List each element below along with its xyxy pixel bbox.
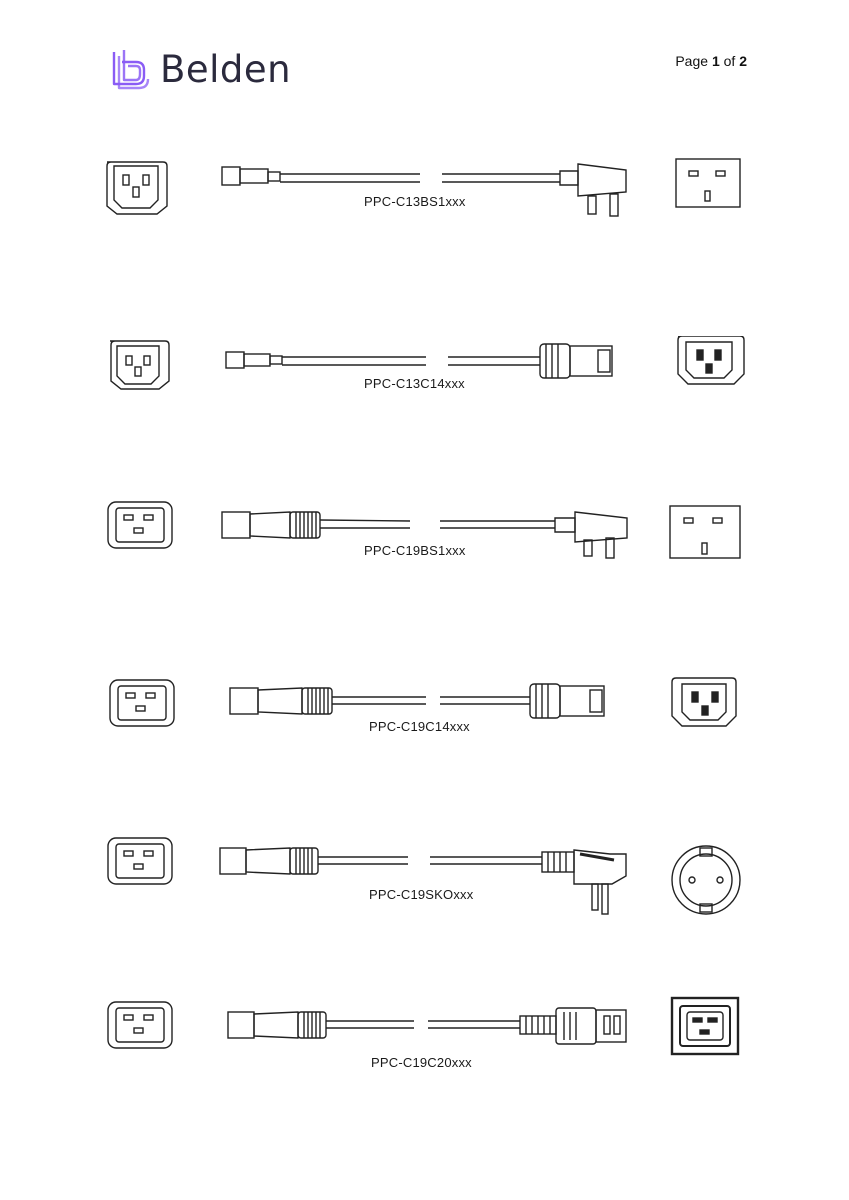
page-total: 2: [739, 53, 747, 69]
page-label: Page: [675, 53, 709, 69]
page-current: 1: [711, 53, 720, 69]
product-drawing: [106, 158, 741, 217]
product-code: PPC-C19BS1xxx: [364, 543, 466, 558]
product-drawing: [109, 677, 737, 727]
product-code: PPC-C13BS1xxx: [364, 194, 466, 209]
product-drawing: [107, 501, 741, 559]
product-drawing: [107, 996, 740, 1056]
product-row: PPC-C13C14xxx: [0, 336, 849, 396]
product-drawing: [107, 837, 741, 915]
product-row: PPC-C13BS1xxx: [0, 150, 849, 240]
belden-logo: Belden: [110, 46, 310, 96]
product-code: PPC-C13C14xxx: [364, 376, 465, 391]
belden-logo-icon: [112, 50, 150, 90]
product-row: PPC-C19C14xxx: [0, 676, 849, 736]
product-row: PPC-C19SKOxxx: [0, 836, 849, 926]
product-code: PPC-C19SKOxxx: [369, 887, 474, 902]
logo-text: Belden: [160, 48, 292, 91]
product-row: PPC-C19BS1xxx: [0, 500, 849, 560]
product-code: PPC-C19C14xxx: [369, 719, 470, 734]
page-of: of: [723, 53, 736, 69]
product-drawing: [110, 336, 745, 390]
product-code: PPC-C19C20xxx: [371, 1055, 472, 1070]
page-indicator: Page 1 of 2: [675, 53, 747, 69]
product-row: PPC-C19C20xxx: [0, 996, 849, 1076]
